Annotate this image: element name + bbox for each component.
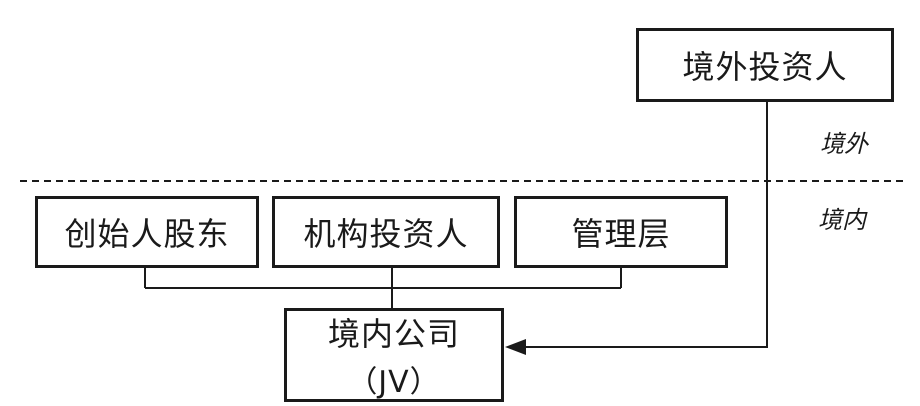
domestic-company-sublabel: （JV）: [347, 365, 441, 400]
region-label-domestic: 境内: [818, 206, 866, 234]
region-label-overseas: 境外: [820, 130, 868, 158]
foreign-investor-link: [524, 100, 768, 348]
institutional-investor-box: 机构投资人: [272, 196, 500, 268]
foreign-investor-box: 境外投资人: [636, 28, 894, 102]
foreign-investor-label: 境外投资人: [682, 48, 848, 86]
founder-box: 创始人股东: [35, 196, 259, 268]
management-box: 管理层: [514, 196, 728, 268]
domestic-company-box: 境内公司 （JV）: [284, 308, 504, 402]
management-label: 管理层: [571, 215, 671, 253]
arrow-head-icon: [505, 339, 526, 355]
domestic-company-label: 境内公司: [327, 315, 460, 353]
founder-label: 创始人股东: [64, 215, 230, 253]
institutional-investor-label: 机构投资人: [303, 215, 469, 253]
